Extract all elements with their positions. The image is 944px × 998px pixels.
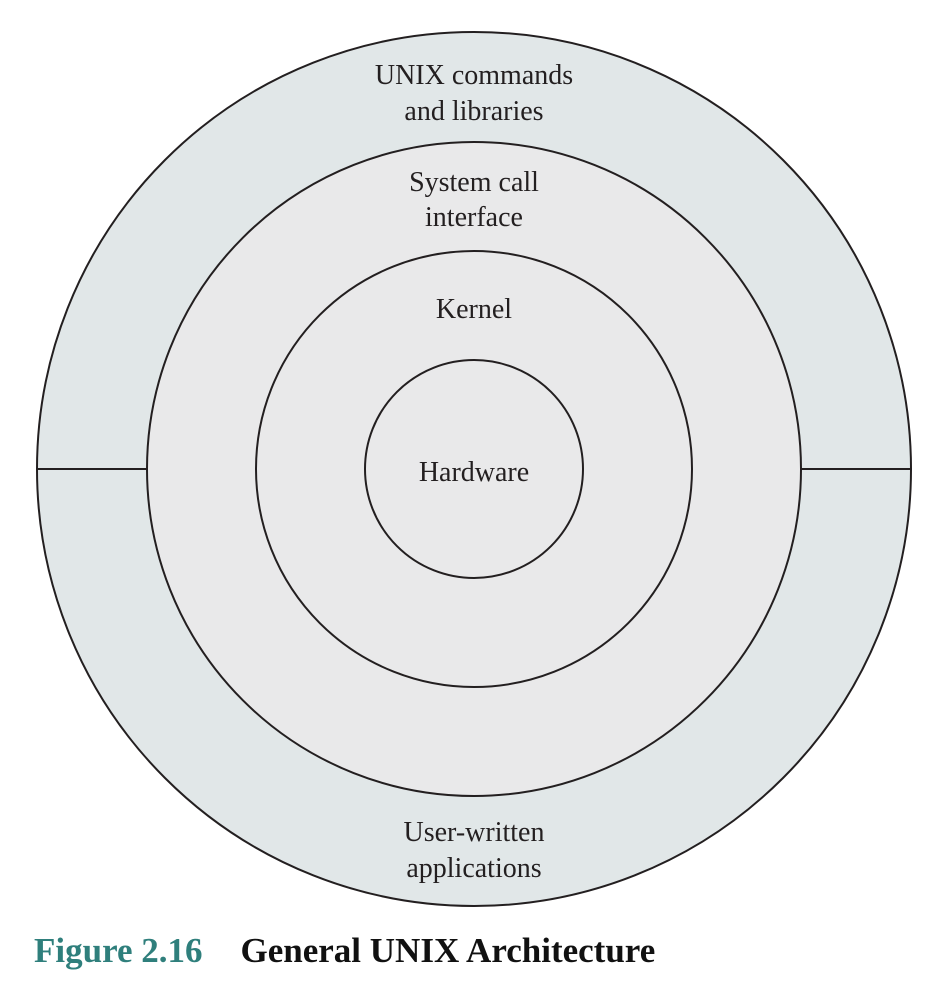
- unix-architecture-diagram: UNIX commands and libraries System call …: [36, 31, 912, 907]
- commands-label-line-1: UNIX commands: [375, 60, 573, 91]
- figure-number: Figure 2.16: [34, 931, 203, 970]
- applications-label-line-2: applications: [406, 853, 541, 884]
- hardware-label: Hardware: [419, 457, 529, 488]
- system-call-label-line-2: interface: [425, 202, 523, 233]
- kernel-label: Kernel: [436, 294, 512, 325]
- applications-label-line-1: User-written: [404, 817, 545, 848]
- system-call-label-line-1: System call: [409, 167, 539, 198]
- commands-label-line-2: and libraries: [404, 96, 543, 127]
- figure-caption: Figure 2.16 General UNIX Architecture: [34, 924, 655, 978]
- hardware-core: [364, 359, 584, 579]
- figure-title: General UNIX Architecture: [240, 931, 656, 970]
